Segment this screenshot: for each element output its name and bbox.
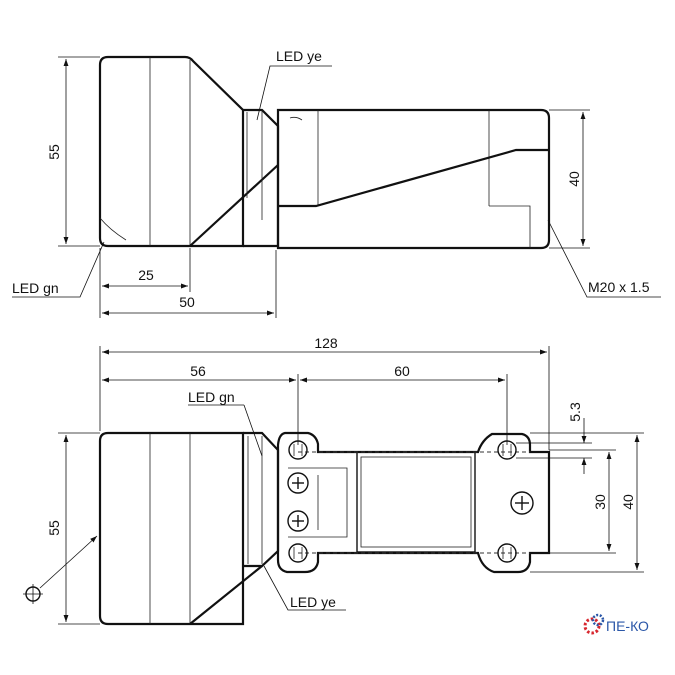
dim-width-60: 60: [300, 363, 508, 445]
watermark-text: ПЕ-КО: [606, 618, 649, 634]
terminal-screw-2: [287, 510, 309, 532]
dim-length-128: 128: [99, 335, 550, 450]
dim-width-25: 25: [99, 248, 191, 318]
led-ye-callout-bottom: LED ye: [263, 565, 346, 611]
dim-width-50: 50: [102, 250, 277, 318]
sensor-body-outline: [276, 108, 551, 250]
led-gn-callout-top: LED gn: [12, 241, 105, 298]
led-gn-label-top: LED gn: [12, 280, 59, 296]
dim-height-40: 40: [549, 109, 590, 249]
mounting-hole-bottom-right: [497, 543, 517, 563]
led-gn-label-bottom: LED gn: [188, 389, 235, 405]
gear-icon: [583, 613, 605, 635]
sensor-head-outline-bottom: [98, 431, 280, 626]
sensor-head-outline: [98, 55, 280, 248]
dim-height-40-bottom: 40: [530, 432, 644, 573]
sensor-body-outline-bottom: [276, 431, 551, 574]
led-ye-label-top: LED ye: [276, 48, 322, 64]
ground-screw: [510, 491, 534, 515]
led-ye-label-bottom: LED ye: [290, 594, 336, 610]
terminal-screw-1: [287, 472, 309, 494]
thread-label: M20 x 1.5: [588, 279, 650, 295]
watermark-logo: ПЕ-КО: [583, 613, 649, 635]
dim-label-53: 5.3: [567, 402, 583, 422]
dim-label-40-bottom: 40: [620, 494, 636, 510]
led-gn-callout-bottom: LED gn: [188, 389, 263, 457]
dim-label-60: 60: [394, 363, 410, 379]
dim-label-30: 30: [592, 494, 608, 510]
bottom-view: 128 56 60 5.3 30: [23, 335, 644, 626]
dim-height-55-bottom: 55: [46, 432, 100, 625]
dim-width-56: 56: [102, 363, 299, 445]
dim-hole-53: 5.3: [516, 402, 592, 474]
dim-height-30: 30: [549, 449, 616, 554]
dim-label-55: 55: [46, 144, 62, 160]
led-ye-callout-top: LED ye: [256, 48, 332, 121]
sensing-axis-symbol: [23, 535, 98, 604]
dim-label-50: 50: [179, 294, 195, 310]
mounting-hole-bottom-left: [288, 543, 308, 563]
dim-label-25: 25: [138, 267, 154, 283]
dim-label-40: 40: [566, 171, 582, 187]
dim-label-55-bottom: 55: [46, 520, 62, 536]
dim-label-128: 128: [314, 335, 338, 351]
dim-height-55: 55: [46, 56, 100, 247]
top-view: 55 40 25 50 LED ye L: [12, 48, 661, 318]
thread-callout: M20 x 1.5: [547, 219, 661, 298]
dim-label-56: 56: [190, 363, 206, 379]
